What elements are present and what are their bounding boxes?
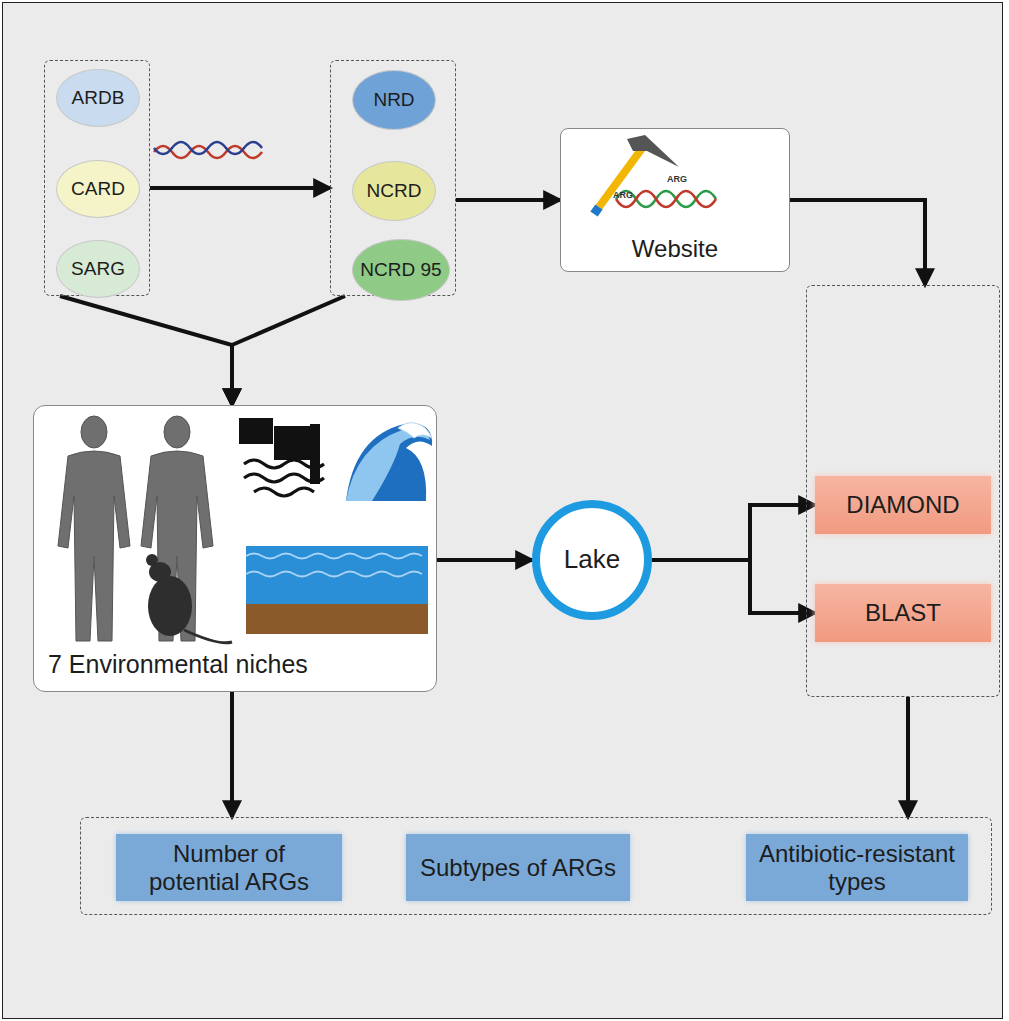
- water-soil: [246, 546, 428, 634]
- flow-arrow: [232, 296, 345, 405]
- human-silhouette: [141, 416, 213, 641]
- flow-arrow: [790, 200, 925, 285]
- node-text: CARD: [67, 178, 129, 200]
- database-group: NRD NCRD NCRD 95: [330, 60, 456, 296]
- node-text: DIAMOND: [846, 491, 959, 519]
- tool-box: DIAMOND: [815, 476, 991, 534]
- ocean-wave: [346, 423, 432, 501]
- database-ellipse: NCRD: [352, 161, 436, 221]
- flow-arrow: [150, 186, 330, 190]
- node-text: Number of potential ARGs: [126, 840, 332, 895]
- lake-circle: Lake: [532, 500, 652, 620]
- node-text: Lake: [564, 545, 620, 575]
- flow-arrow: [652, 560, 815, 613]
- sewage-pipe: [239, 418, 324, 496]
- result-box: Subtypes of ARGs: [406, 834, 630, 901]
- node-text: SARG: [67, 258, 129, 280]
- tool-group: DIAMOND BLAST: [806, 285, 1000, 697]
- dna-icon: [154, 142, 262, 158]
- node-text: NCRD 95: [356, 259, 445, 281]
- niches-illustration: [34, 406, 438, 693]
- human-silhouette: [58, 416, 130, 641]
- hammer-head: [627, 135, 679, 167]
- database-ellipse: NRD: [352, 70, 436, 130]
- icon-label: ARG: [613, 190, 633, 200]
- node-text: NCRD: [363, 180, 426, 202]
- node-text: BLAST: [865, 599, 941, 627]
- database-ellipse: NCRD 95: [352, 239, 450, 301]
- flow-arrow: [437, 558, 532, 562]
- node-text: 7 Environmental niches: [48, 650, 308, 679]
- tool-box: BLAST: [815, 584, 991, 642]
- database-ellipse: SARG: [56, 240, 140, 298]
- database-ellipse: ARDB: [56, 69, 140, 127]
- hammer-grip: [594, 207, 599, 214]
- database-ellipse: CARD: [56, 160, 140, 218]
- node-text: NRD: [369, 89, 418, 111]
- flow-arrow: [456, 198, 560, 202]
- result-box: Number of potential ARGs: [116, 834, 342, 901]
- flow-arrow: [230, 692, 234, 817]
- node-text: Antibiotic-resistant types: [756, 840, 958, 895]
- website-box: Website: [560, 128, 790, 272]
- flow-arrow: [906, 697, 910, 817]
- niches-box: 7 Environmental niches: [33, 405, 437, 692]
- database-group: ARDB CARD SARG: [44, 60, 150, 296]
- flow-arrow: [652, 505, 815, 560]
- mouse-silhouette: [146, 554, 232, 643]
- flow-arrow: [60, 296, 232, 405]
- node-text: ARDB: [68, 87, 129, 109]
- icon-label: ARG: [667, 174, 687, 184]
- node-text: Website: [632, 235, 718, 263]
- node-text: Subtypes of ARGs: [420, 854, 616, 882]
- hammer-handle: [599, 147, 643, 207]
- result-box: Antibiotic-resistant types: [746, 834, 968, 901]
- result-group: Number of potential ARGs Subtypes of ARGs…: [80, 817, 992, 915]
